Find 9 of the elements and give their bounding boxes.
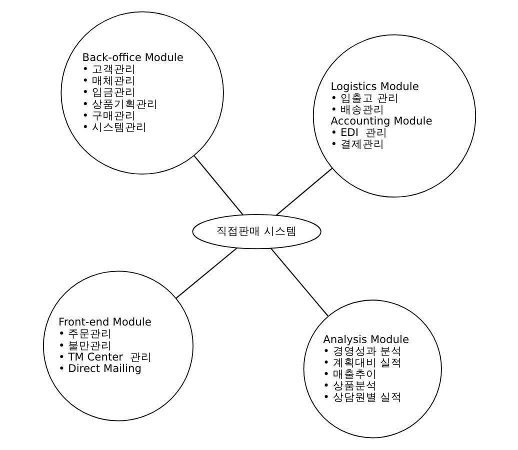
node-circle: Analysis Module • 경영성과 분석 • 계획대비 실적 • 매출추이 • 상품분석 • 상담원별 실적 xyxy=(302,300,442,438)
node-circle: Back-office Module • 고객관리 • 매체관리 • 입금관리 • 상품기획관리 • 구매관리 • 시스템관리 xyxy=(60,11,224,175)
connector xyxy=(275,168,332,216)
connector xyxy=(270,248,328,316)
connector xyxy=(193,155,243,216)
connector xyxy=(175,247,238,299)
node-circle: Front-end Module • 주문관리 • 불만관리 • TM Center 관리 • Direct Mailing xyxy=(42,270,193,422)
node-circle: Logistics Module • 입출고 관리 • 배송관리 Accounting Module • EDI 관리 • 결제관리 xyxy=(312,34,476,198)
node-ellipse: 직접판매 시스템 xyxy=(192,214,321,250)
